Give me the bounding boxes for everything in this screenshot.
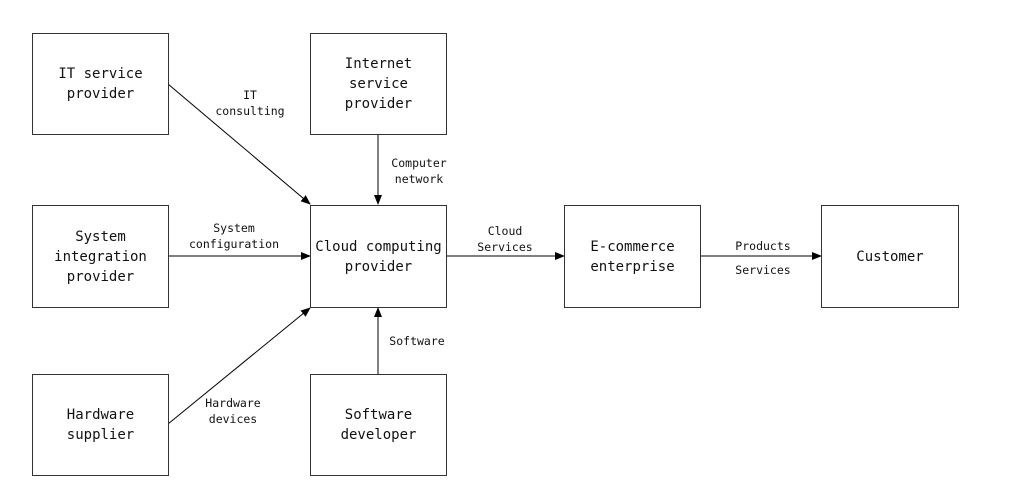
- node-text-line: IT service: [58, 66, 143, 82]
- edge-label-line: Software: [389, 334, 445, 348]
- node-text-line: System: [75, 228, 126, 245]
- edge-label-products: Products: [725, 238, 801, 254]
- node-text-line: Cloud computing: [315, 238, 442, 255]
- edge-label-system-configuration: System configuration: [180, 220, 288, 252]
- node-text-line: Hardware: [66, 407, 135, 423]
- edge-it-service-to-cloud: [167, 83, 311, 205]
- node-text-line: provider: [344, 258, 413, 275]
- edge-label-line: IT: [243, 88, 257, 102]
- system-integration-provider-box: System integration provider: [32, 205, 169, 308]
- edge-label-hardware-devices: Hardware devices: [196, 395, 270, 427]
- edge-label-line: consulting: [215, 104, 285, 118]
- internet-service-provider-box: Internet service provider: [310, 33, 447, 135]
- cloud-computing-provider-label: Cloud computing provider: [315, 237, 441, 277]
- edge-label-software: Software: [384, 333, 450, 349]
- edge-label-line: Services: [735, 263, 791, 277]
- system-integration-provider-label: System integration provider: [54, 227, 147, 287]
- edge-label-line: Cloud: [487, 224, 523, 238]
- edge-label-line: Products: [735, 239, 791, 253]
- hardware-supplier-label: Hardware supplier: [67, 405, 134, 445]
- edge-label-line: Hardware: [205, 396, 261, 410]
- edge-label-computer-network: Computer network: [383, 155, 455, 187]
- node-text-line: developer: [340, 427, 417, 443]
- software-developer-box: Software developer: [310, 374, 447, 476]
- edge-label-line: Services: [477, 240, 533, 254]
- node-text-line: provider: [66, 86, 135, 102]
- node-text-line: supplier: [66, 427, 135, 443]
- node-text-line: Customer: [856, 248, 924, 265]
- ecommerce-enterprise-box: E-commerce enterprise: [564, 205, 701, 308]
- software-developer-label: Software developer: [341, 405, 417, 445]
- customer-label: Customer: [856, 247, 923, 267]
- customer-box: Customer: [821, 205, 959, 308]
- node-text-line: provider: [66, 268, 135, 285]
- node-text-line: integration: [54, 248, 147, 265]
- edge-label-line: Computer: [391, 156, 447, 170]
- edge-label-line: devices: [208, 412, 258, 426]
- it-service-provider-box: IT service provider: [32, 33, 169, 135]
- ecommerce-enterprise-label: E-commerce enterprise: [590, 237, 674, 277]
- edge-label-line: System: [213, 221, 255, 235]
- node-text-line: enterprise: [590, 258, 675, 275]
- node-text-line: Internet: [344, 56, 413, 72]
- node-text-line: service: [348, 76, 408, 92]
- edge-label-it-consulting: IT consulting: [205, 87, 295, 119]
- cloud-computing-provider-box: Cloud computing provider: [310, 205, 447, 308]
- edge-hardware-to-cloud: [167, 307, 311, 425]
- edge-label-line: configuration: [188, 237, 279, 251]
- hardware-supplier-box: Hardware supplier: [32, 374, 169, 476]
- node-text-line: provider: [344, 96, 413, 112]
- edge-label-line: network: [394, 172, 444, 186]
- node-text-line: E-commerce: [590, 238, 675, 255]
- edge-label-services: Services: [725, 262, 801, 278]
- it-service-provider-label: IT service provider: [58, 64, 142, 104]
- internet-service-provider-label: Internet service provider: [345, 54, 412, 114]
- edge-label-cloud-services: Cloud Services: [470, 223, 540, 255]
- node-text-line: Software: [344, 407, 413, 423]
